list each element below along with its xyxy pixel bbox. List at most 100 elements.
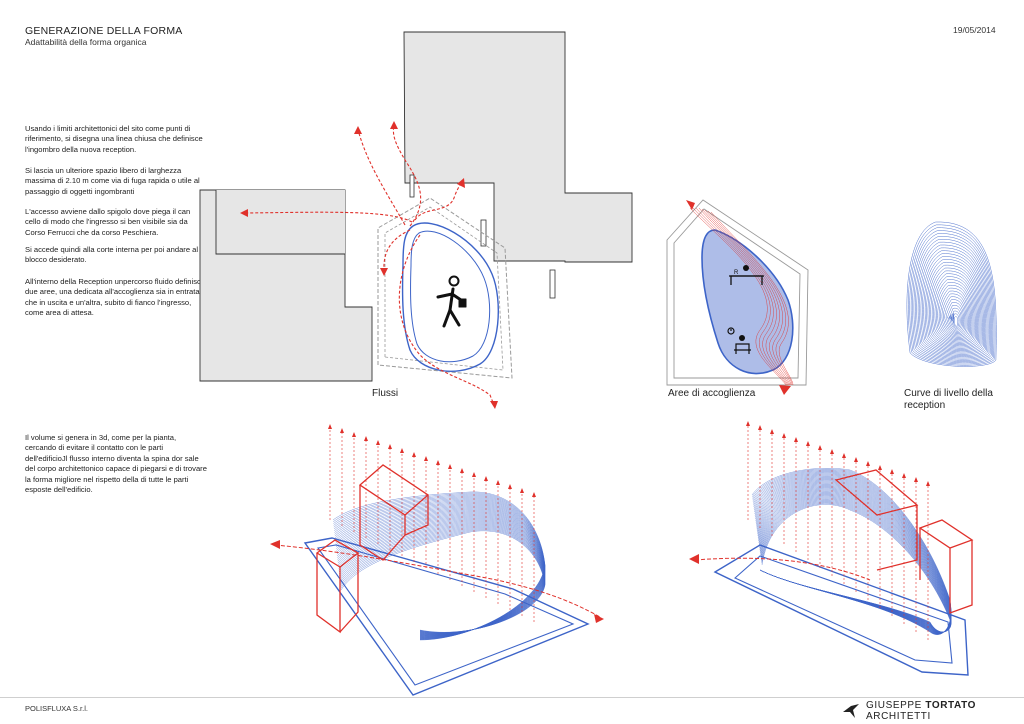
contour-line <box>910 230 994 364</box>
flow-arrowhead <box>520 488 524 493</box>
surface-line <box>334 501 546 638</box>
flow-arrowhead <box>830 449 834 454</box>
contour-line <box>952 312 959 327</box>
flow-arrowhead <box>806 441 810 446</box>
contour-line <box>933 276 975 344</box>
contour-line <box>947 305 963 332</box>
flow-arrowhead <box>400 448 404 453</box>
surface-line <box>759 504 952 633</box>
flow-arrowhead <box>878 465 882 470</box>
flow-arrowhead <box>914 477 918 482</box>
contour-line <box>924 259 982 351</box>
contour-line <box>920 250 985 355</box>
surface-line <box>339 524 546 634</box>
flow-arrowhead <box>782 433 786 438</box>
flow-arrowhead <box>352 432 356 437</box>
ground-outline-inner <box>317 544 575 686</box>
paragraph-access: L'accesso avviene dallo spigolo dove pie… <box>25 207 191 237</box>
logo-text: GIUSEPPE TORTATO ARCHITETTI <box>866 700 976 722</box>
contour-line <box>919 247 987 356</box>
caption-reception-areas: Aree di accoglienza <box>668 388 756 399</box>
surface-line <box>335 502 546 638</box>
flow-arrowhead <box>376 440 380 445</box>
reception-outline-inner <box>410 230 491 363</box>
surface-line <box>759 498 952 633</box>
flow-arrowhead <box>328 424 332 429</box>
flow-arrowhead <box>388 444 392 449</box>
contour-line <box>929 267 978 348</box>
flow-arrowhead <box>412 452 416 457</box>
contour-line <box>944 299 966 334</box>
contour-line <box>913 236 991 361</box>
contour-line <box>922 253 984 354</box>
contour-line <box>909 227 995 365</box>
reception-areas-diagram: R <box>666 199 809 395</box>
caption-flows: Flussi <box>372 388 399 399</box>
bird-logo-icon <box>843 704 859 718</box>
contour-line <box>934 279 974 343</box>
flow-arrowhead <box>854 457 858 462</box>
contour-diagram <box>906 221 997 367</box>
surface-line <box>335 505 546 637</box>
contour-line <box>943 296 967 336</box>
contour-line <box>916 241 989 359</box>
surface-line <box>338 520 546 634</box>
volume-3d-left <box>270 424 604 696</box>
contour-line <box>950 310 961 330</box>
flow-arrowhead <box>436 460 440 465</box>
surface-line <box>335 503 546 638</box>
flow-arrowhead <box>364 436 368 441</box>
column-3 <box>409 174 415 198</box>
flow-arrowhead <box>902 473 906 478</box>
page-subtitle: Adattabilità della forma organica <box>25 37 147 47</box>
flow-arrowhead <box>460 468 464 473</box>
flow-arrowhead <box>472 472 476 477</box>
building-top <box>403 31 633 263</box>
surface-line <box>337 513 546 636</box>
surface-line <box>340 530 546 633</box>
reception-area-shape <box>701 229 794 375</box>
reception-outline-outer <box>401 222 500 372</box>
surface-line <box>334 497 546 639</box>
contour-line <box>927 264 980 349</box>
walking-person-with-bag-icon <box>436 275 467 328</box>
contour-line <box>915 239 990 360</box>
flow-arrowhead <box>532 492 536 497</box>
contour-line <box>912 233 992 362</box>
flow-arrowhead <box>448 464 452 469</box>
date-label: 19/05/2014 <box>953 25 996 35</box>
flow-arrowhead <box>496 480 500 485</box>
contour-line <box>936 282 973 342</box>
flow-arrowhead <box>794 437 798 442</box>
areas-boundary-inner <box>673 208 801 379</box>
waiting-area-icon <box>727 327 751 354</box>
contour-line <box>948 307 962 331</box>
flow-arrowhead <box>926 481 930 486</box>
footer-divider <box>0 697 1024 698</box>
column-1 <box>480 219 487 247</box>
surface-line <box>335 504 546 638</box>
reception-desk-icon: R <box>729 265 764 285</box>
vertical-flow-lines-right <box>746 421 930 640</box>
flow-arrowhead <box>842 453 846 458</box>
flow-arrowhead <box>508 484 512 489</box>
footer-company: POLISFLUXA S.r.l. <box>25 704 88 713</box>
building-block-outline <box>315 464 430 634</box>
contour-lines <box>906 221 997 367</box>
contour-line <box>917 244 988 357</box>
paragraph-3d-volume: Il volume si genera in 3d, come per la p… <box>25 433 207 495</box>
architect-logo: GIUSEPPE TORTATO ARCHITETTI <box>842 700 1024 722</box>
contour-line <box>941 293 968 337</box>
site-boundary <box>377 197 513 379</box>
surface-line <box>334 498 546 639</box>
surface-line <box>335 506 546 637</box>
surface-line <box>339 525 546 634</box>
paragraph-site-limits: Usando i limiti architettonici del sito … <box>25 124 203 154</box>
flows-plan-diagram <box>199 31 633 409</box>
ground-outline-outer <box>303 537 590 696</box>
contour-line <box>906 221 997 367</box>
contour-line <box>908 224 996 366</box>
page-title: GENERAZIONE DELLA FORMA <box>25 25 183 37</box>
contour-line <box>951 313 960 328</box>
surface-line <box>333 496 546 639</box>
